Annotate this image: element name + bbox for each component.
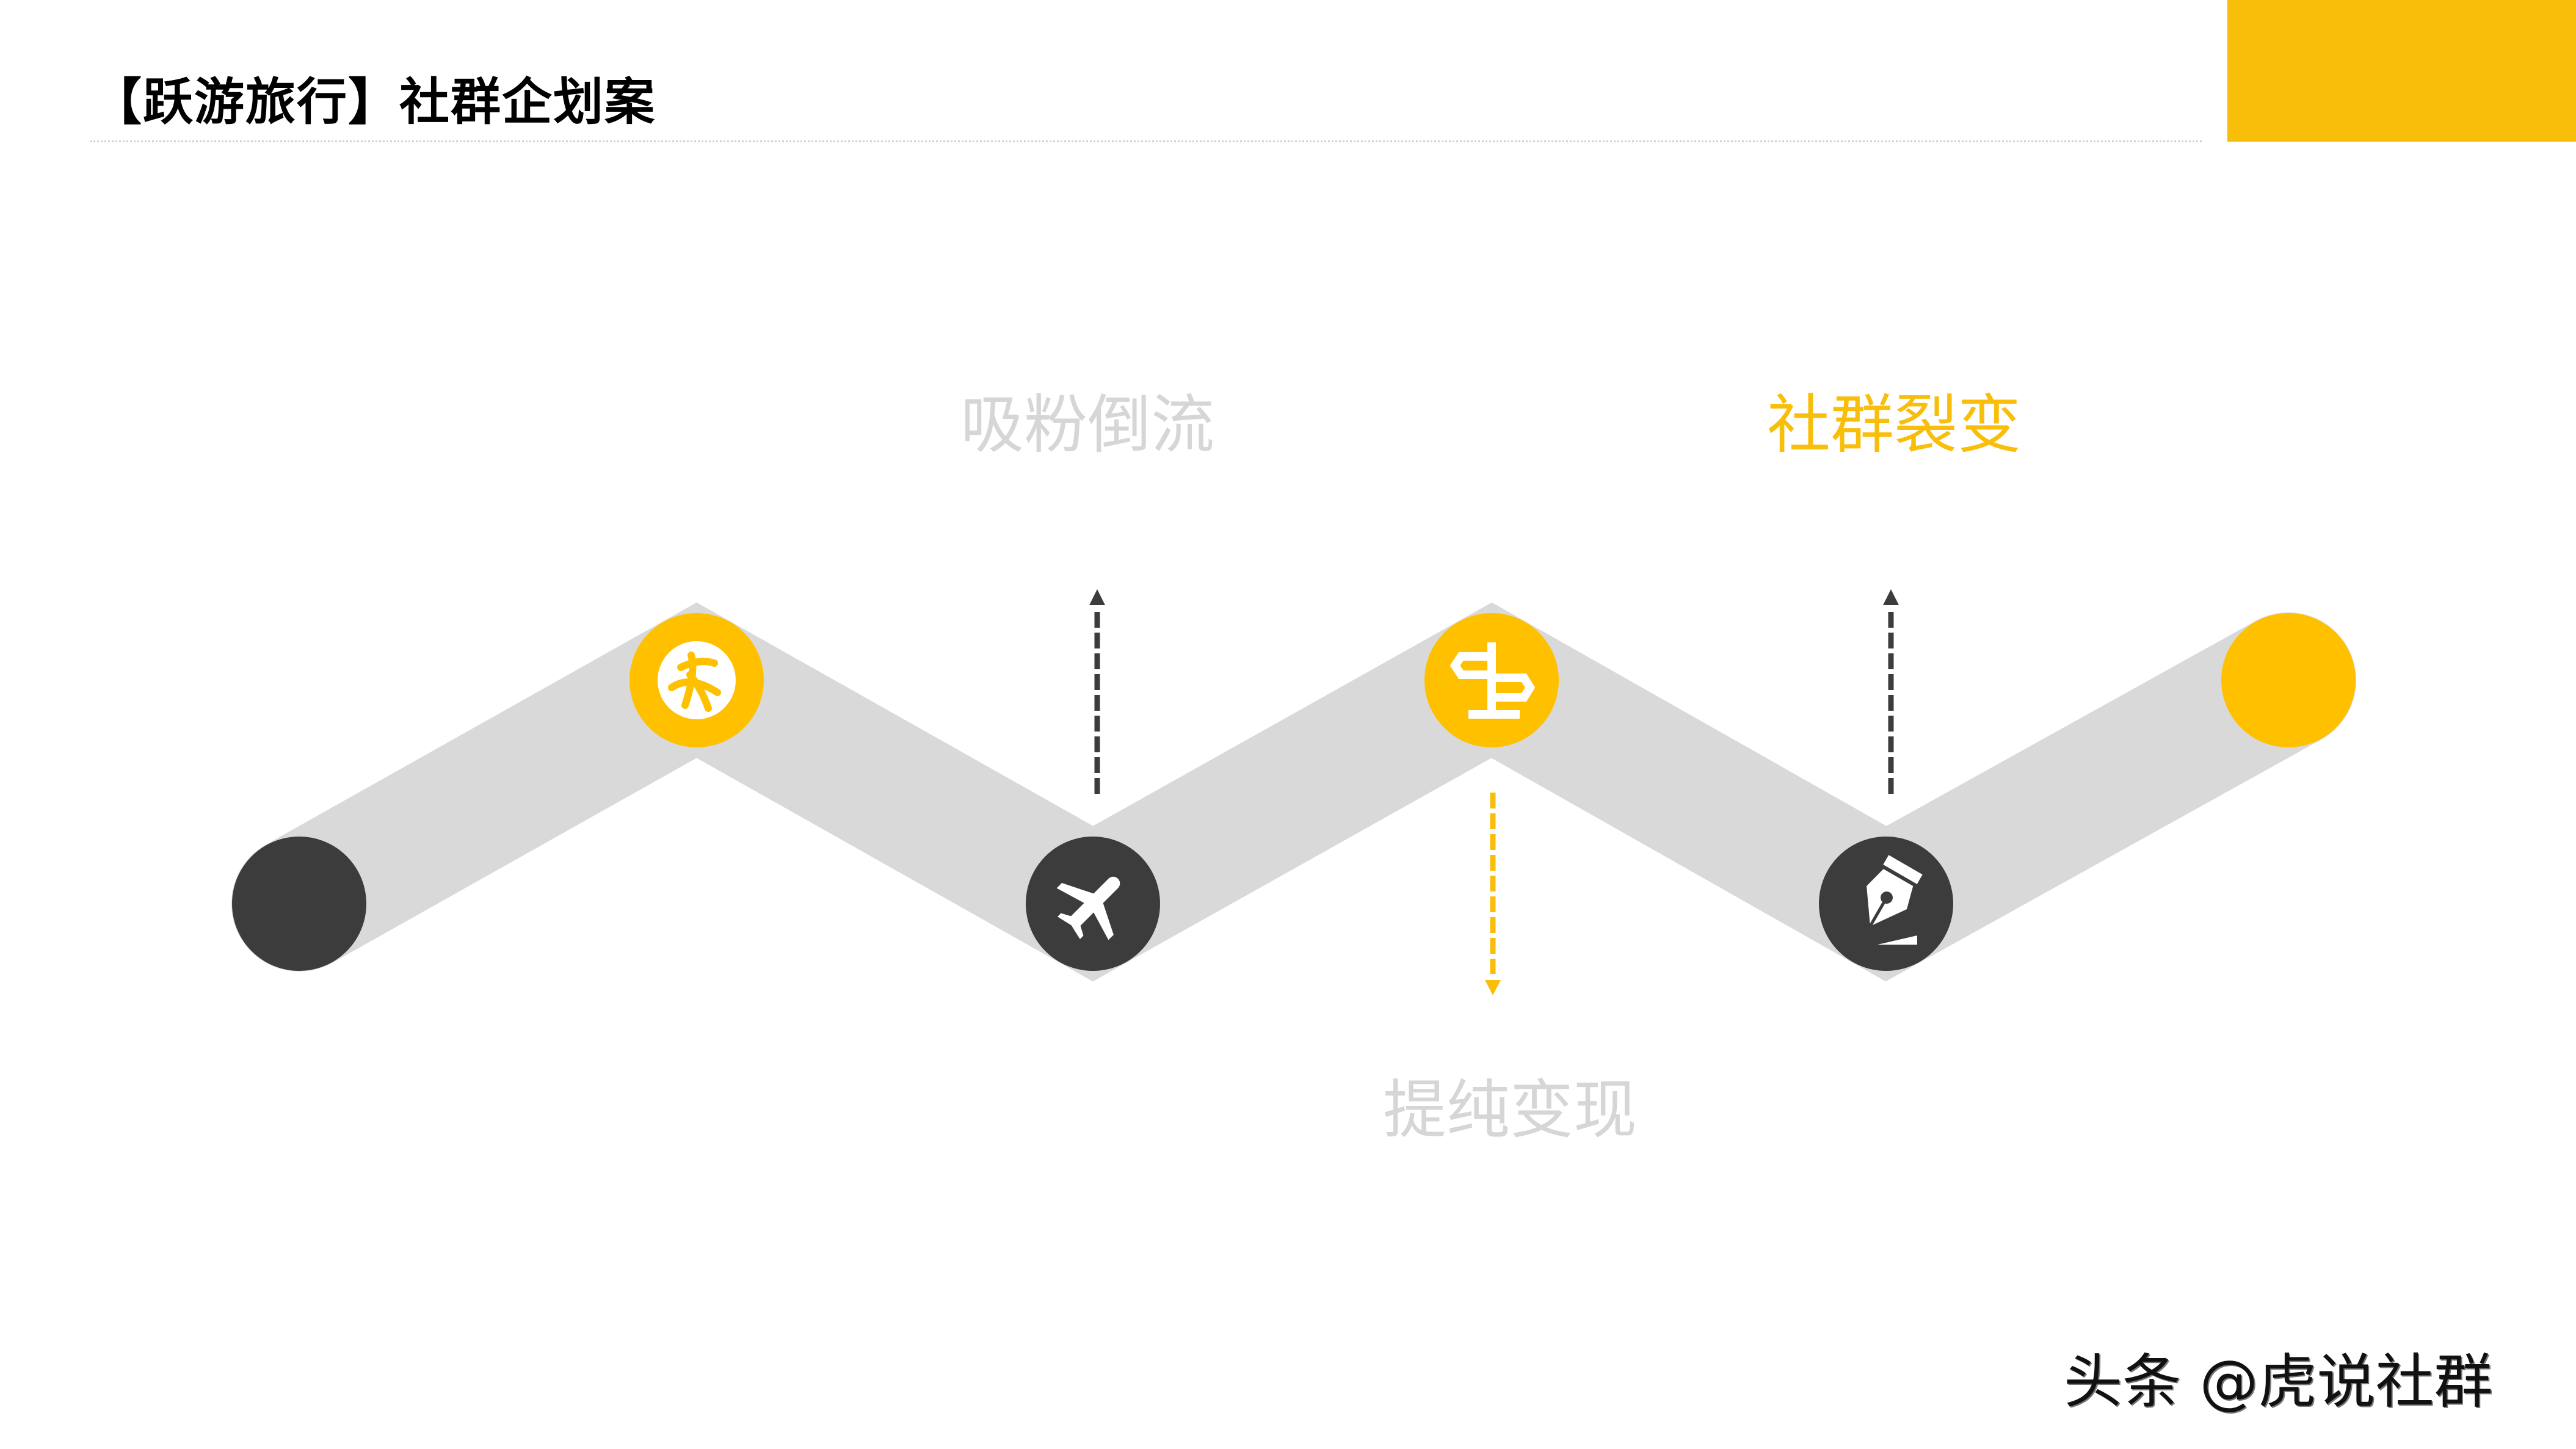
start-node (232, 837, 366, 971)
end-node (2221, 613, 2356, 747)
basketball-icon (658, 641, 736, 719)
header-divider (90, 140, 2202, 142)
label-step-fission: 社群裂变 (1766, 387, 2022, 462)
node-basketball (629, 613, 764, 747)
page-title: 【跃游旅行】社群企划案 (92, 73, 656, 131)
node-signpost (1424, 613, 1559, 747)
signpost-icon (1449, 642, 1536, 719)
arrow-down-yellow (1485, 793, 1501, 995)
node-airplane (1026, 837, 1160, 971)
label-step-monetize: 提纯变现 (1382, 1072, 1638, 1147)
corner-accent-block (2227, 0, 2576, 142)
airplane-icon (1056, 876, 1120, 940)
label-step-attract-fans: 吸粉倒流 (960, 387, 1215, 462)
watermark: 头条 @虎说社群 (2064, 1348, 2493, 1416)
arrow-up-2 (1883, 589, 1899, 794)
pen-nib-icon (1867, 855, 1923, 945)
node-pen (1819, 837, 1953, 971)
arrow-up-1 (1089, 589, 1105, 794)
zigzag-band (231, 602, 2356, 982)
